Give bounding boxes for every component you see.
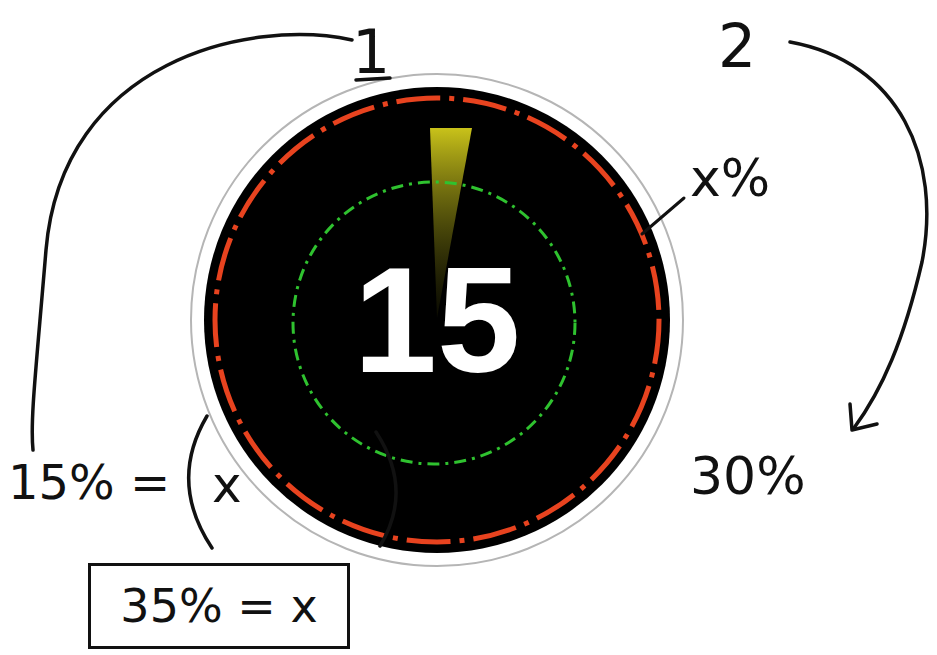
- bracket: [189, 416, 212, 548]
- variable-label: x: [212, 460, 242, 510]
- bracket: [376, 432, 396, 546]
- inner-dash-ring: [293, 182, 575, 464]
- arrow-head: [850, 404, 877, 430]
- step-number: 1: [352, 22, 390, 82]
- node-text: 15: [354, 245, 521, 395]
- sketch-curve: [32, 35, 352, 450]
- dial-face: [204, 87, 670, 553]
- answer-box: 35% = x: [88, 563, 350, 649]
- sketch-arrow: [790, 42, 927, 428]
- equation-label: 15% =: [8, 458, 170, 506]
- step-number: 2: [718, 16, 756, 76]
- dial-rim: [191, 74, 683, 566]
- unknown-label: x%: [690, 152, 770, 204]
- timer-dial: 15: [192, 75, 682, 565]
- leader-line: [642, 198, 684, 234]
- node-text: 35% = x: [120, 583, 317, 629]
- outer-dash-ring: [215, 98, 659, 542]
- percent-label: 30%: [690, 450, 806, 502]
